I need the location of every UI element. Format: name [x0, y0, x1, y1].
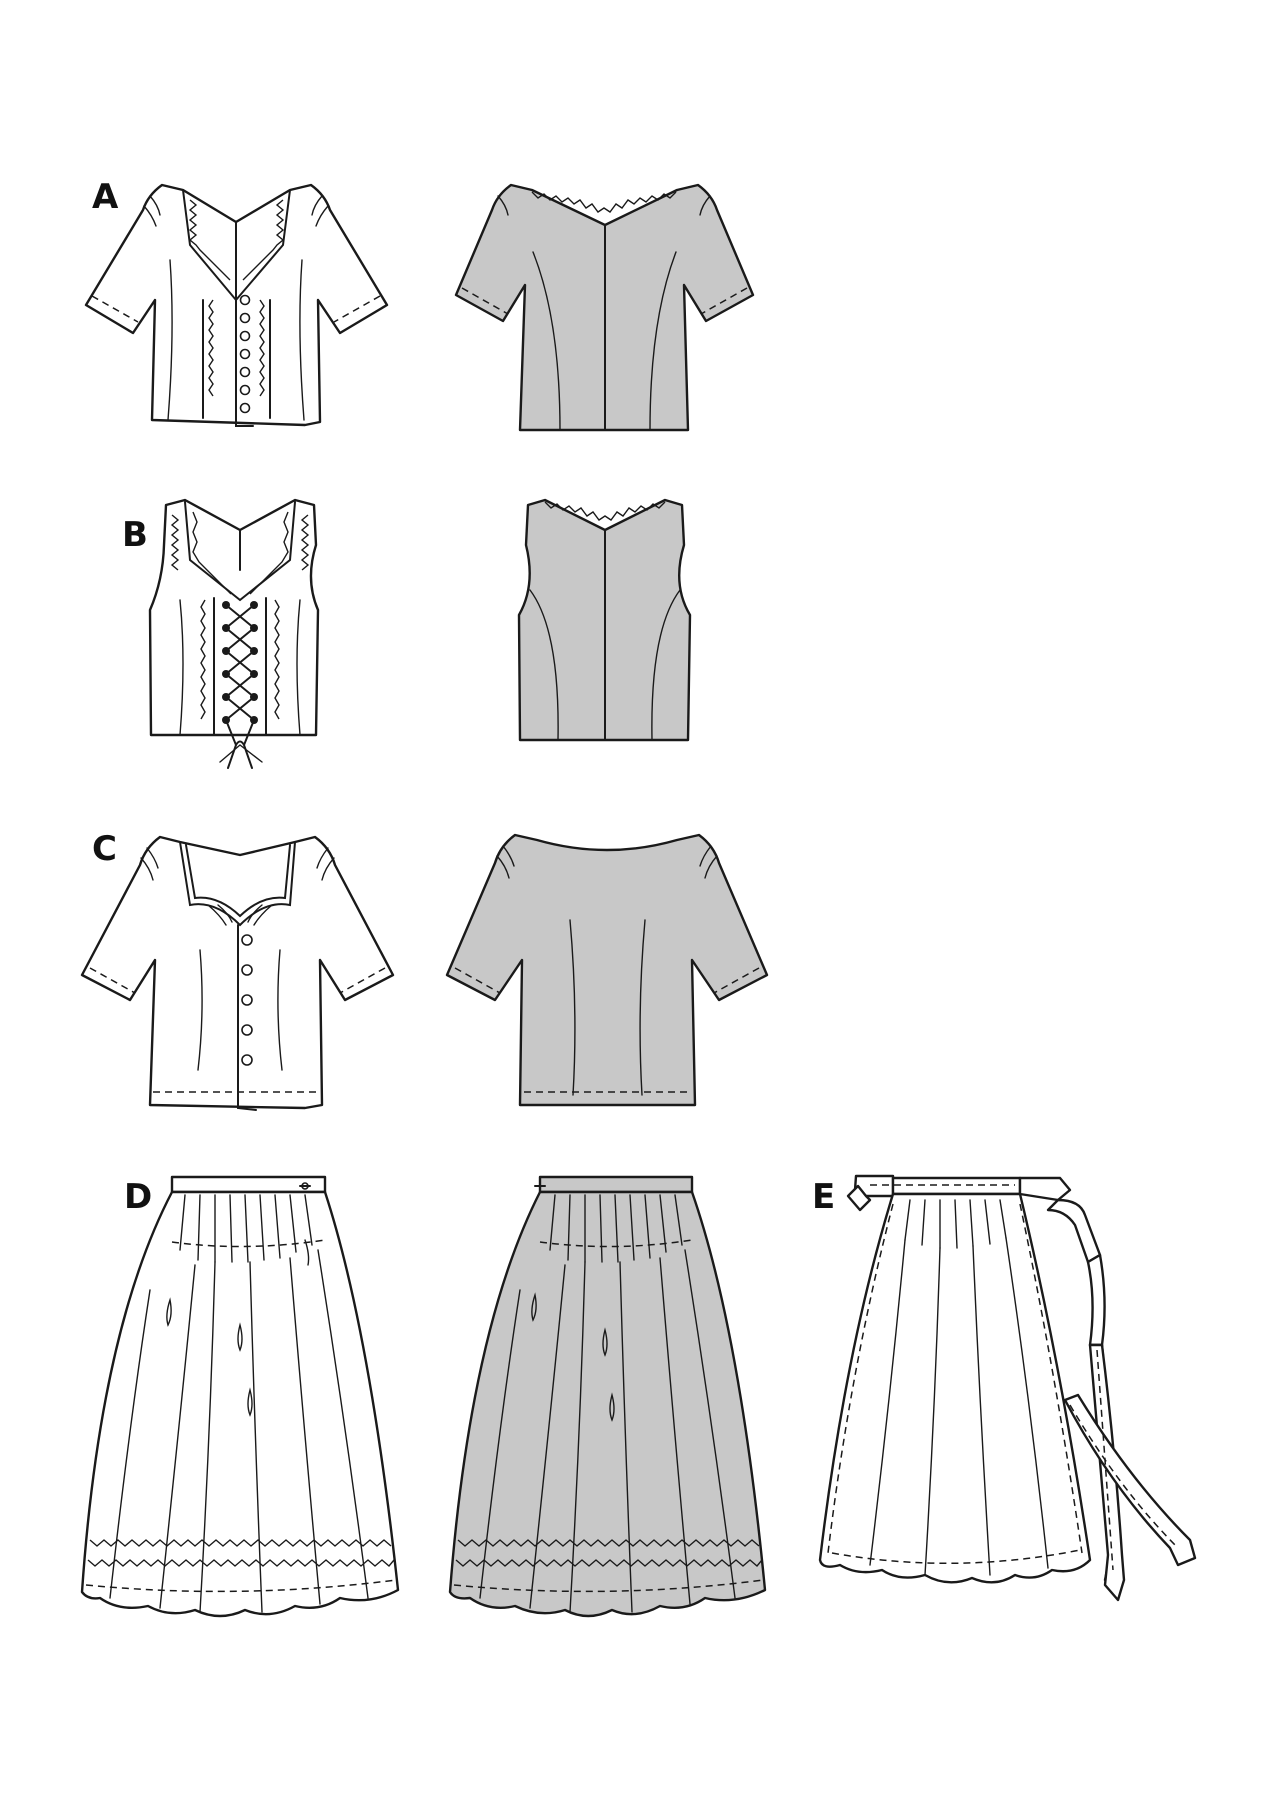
view-label-b: B: [122, 515, 148, 555]
view-label-a: A: [92, 177, 119, 217]
garment-a-front: [84, 183, 389, 427]
view-label-d: D: [124, 1177, 152, 1217]
garment-b-back: [517, 498, 692, 742]
garment-c-back: [445, 833, 769, 1107]
view-label-e: E: [812, 1177, 835, 1217]
garment-d-front: [80, 1175, 400, 1618]
garment-b-front: [148, 498, 320, 769]
garment-a-back: [454, 183, 755, 432]
garment-e-apron: [818, 1174, 1197, 1602]
garment-d-back: [448, 1175, 767, 1618]
view-label-c: C: [92, 829, 117, 869]
garment-c-front: [80, 835, 395, 1111]
